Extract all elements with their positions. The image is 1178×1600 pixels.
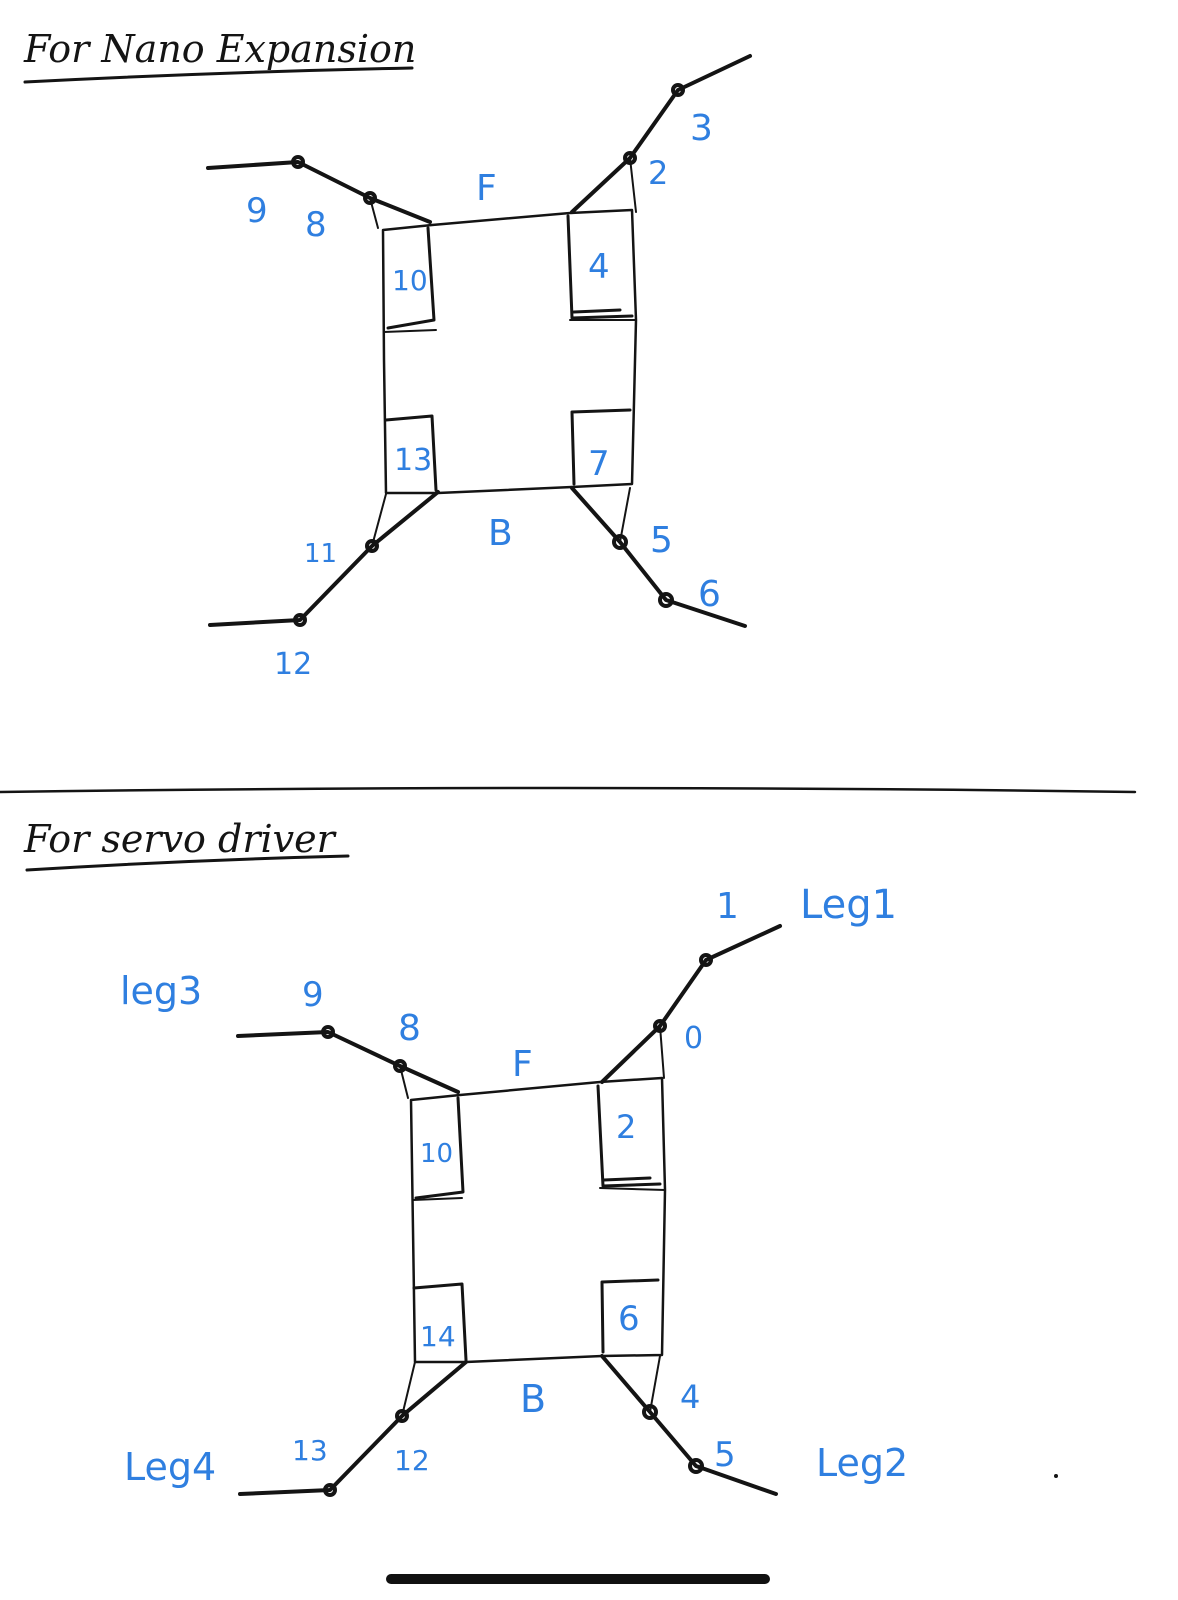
nano-joint-label-2: 2 (648, 154, 668, 192)
servo-servo-label-14: 14 (420, 1320, 456, 1353)
nano-servo-label-7: 7 (588, 444, 610, 484)
servo-joint-label-4: 4 (680, 1378, 700, 1416)
nano-title-underline (23, 66, 414, 84)
nano-back-label: B (488, 513, 513, 554)
nano-body-frame (381, 208, 638, 495)
nano-joint-label-3: 3 (690, 108, 713, 149)
nano-joint-2 (623, 151, 637, 165)
leg-label-bottom-left: Leg4 (124, 1445, 216, 1489)
nano-leg-back-left (208, 490, 440, 627)
servo-joint-8 (393, 1059, 407, 1073)
servo-driver-section: For servo driver F B 10 2 14 6 (23, 817, 908, 1497)
servo-joint-9 (321, 1025, 335, 1039)
servo-title-underline (25, 854, 350, 872)
servo-body-frame (409, 1076, 667, 1364)
servo-servo-box-2 (596, 1084, 662, 1188)
nano-leg-front-left (206, 160, 432, 224)
nano-joint-label-6: 6 (698, 574, 721, 615)
servo-back-label: B (520, 1377, 546, 1421)
servo-joint-5 (688, 1458, 704, 1474)
servo-joint-13 (323, 1483, 337, 1497)
nano-servo-box-4 (566, 214, 634, 320)
servo-joint-label-1: 1 (716, 886, 739, 927)
servo-leg-back-left (238, 1360, 468, 1496)
nano-joint-12 (293, 613, 307, 627)
servo-servo-label-10: 10 (420, 1139, 453, 1169)
nano-leg-front-right (570, 54, 752, 214)
servo-servo-box-10 (414, 1096, 465, 1200)
nano-joint-3 (671, 83, 685, 97)
servo-joint-label-0: 0 (684, 1021, 703, 1056)
nano-joint-5 (612, 534, 628, 550)
nano-joint-11 (365, 539, 379, 553)
nano-servo-box-7 (570, 408, 632, 486)
nano-joint-label-12: 12 (274, 647, 312, 682)
servo-body-dividers (412, 1187, 666, 1201)
home-indicator (386, 1574, 770, 1584)
nano-joint-label-5: 5 (650, 520, 673, 561)
nano-joint-6 (658, 592, 674, 608)
servo-servo-label-2: 2 (616, 1108, 636, 1146)
nano-leg-back-right (570, 486, 747, 628)
servo-leg-front-right (600, 924, 782, 1084)
servo-servo-box-6 (600, 1278, 660, 1354)
servo-leg-front-left (236, 1030, 460, 1094)
servo-joint-12 (395, 1409, 409, 1423)
nano-joint-label-9: 9 (246, 191, 268, 231)
nano-servo-box-13 (384, 414, 438, 492)
servo-joint-label-12: 12 (394, 1444, 430, 1477)
servo-servo-label-6: 6 (618, 1299, 640, 1339)
nano-body-dividers (383, 319, 637, 333)
leg-label-top-right: Leg1 (800, 882, 897, 928)
servo-front-label: F (512, 1044, 533, 1085)
leg-label-bottom-right: Leg2 (816, 1441, 908, 1485)
servo-section-title: For servo driver (23, 817, 338, 861)
nano-front-label: F (476, 168, 497, 209)
servo-joint-label-13: 13 (292, 1434, 328, 1467)
nano-section-title: For Nano Expansion (23, 27, 416, 71)
nano-expansion-section: For Nano Expansion F B 10 4 13 (23, 27, 752, 682)
nano-servo-label-4: 4 (588, 247, 610, 287)
servo-joint-4 (642, 1404, 658, 1420)
nano-joint-8 (363, 191, 377, 205)
stray-dot (1054, 1474, 1058, 1478)
servo-joint-label-5: 5 (714, 1435, 736, 1475)
nano-joint-label-11: 11 (304, 539, 337, 569)
nano-joint-9 (291, 155, 305, 169)
servo-leg-back-right (600, 1354, 778, 1496)
nano-servo-label-13: 13 (394, 443, 432, 478)
section-divider (0, 786, 1137, 794)
nano-joint-label-8: 8 (305, 205, 327, 245)
nano-servo-box-10 (386, 226, 436, 330)
leg-label-top-left: leg3 (120, 969, 202, 1013)
servo-joint-1 (699, 953, 713, 967)
servo-servo-box-14 (412, 1282, 468, 1362)
servo-joint-label-9: 9 (302, 975, 324, 1015)
nano-servo-label-10: 10 (392, 264, 428, 297)
servo-joint-0 (653, 1019, 667, 1033)
servo-joint-label-8: 8 (398, 1008, 421, 1049)
